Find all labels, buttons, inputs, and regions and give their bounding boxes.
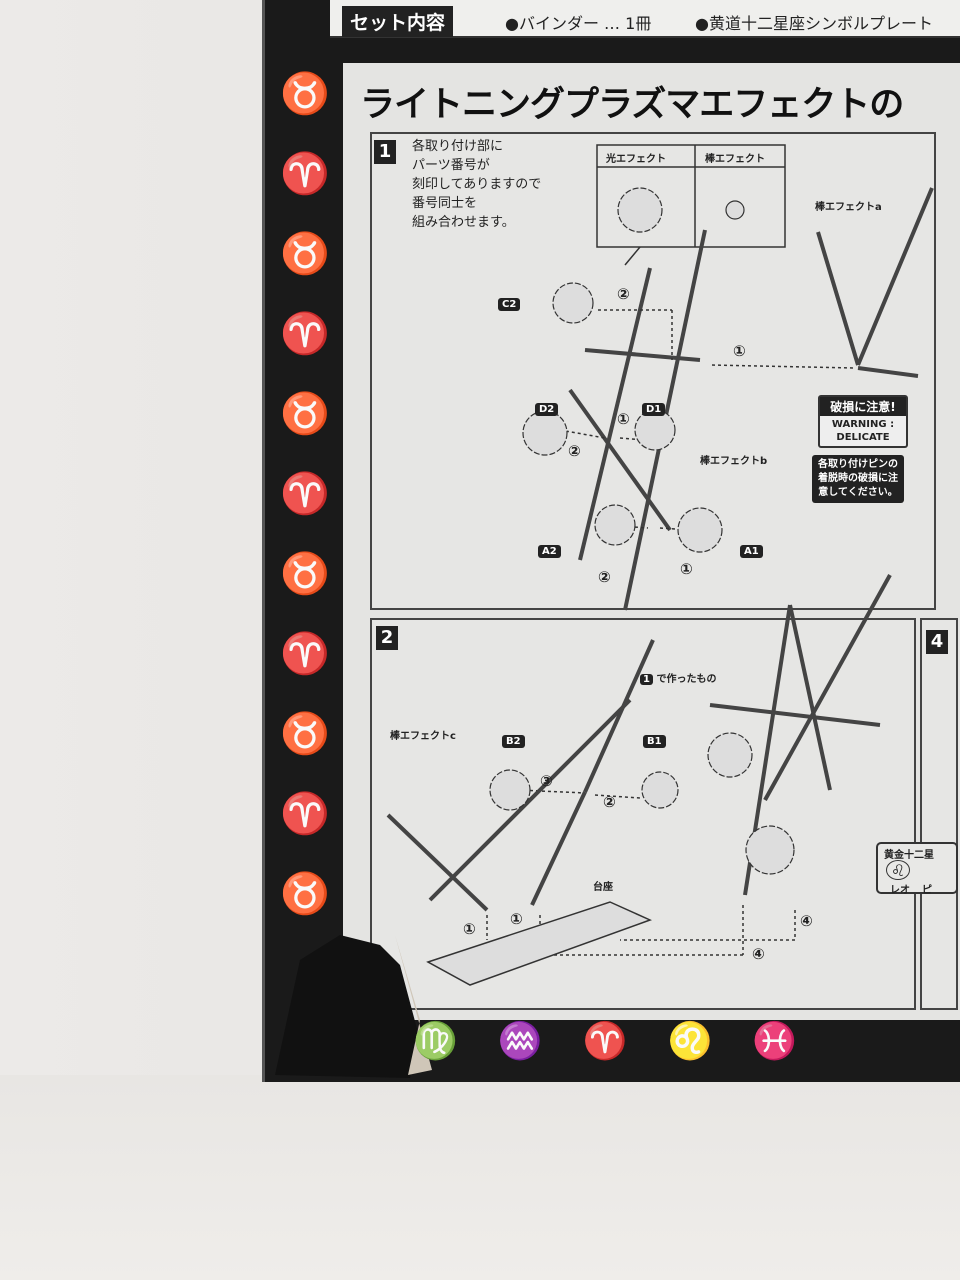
step-marker: ②: [603, 793, 616, 811]
step-marker: ①: [463, 920, 476, 938]
step-marker: ②: [598, 568, 611, 586]
rod-effect-a: [816, 187, 934, 378]
set-item-binder: ●バインダー … 1冊: [505, 14, 652, 33]
light-effect-a1: [677, 507, 723, 553]
step-marker: ①: [680, 560, 693, 578]
warning-body: WARNING : DELICATE: [831, 419, 895, 443]
set-item-plate: ●黄道十二星座シンボルプレート: [695, 14, 933, 33]
instruction-line: 刻印してありますので: [412, 177, 542, 192]
light-effect-assembled: [707, 732, 753, 778]
light-effect-b2: [489, 769, 531, 811]
step-4-number: 4: [926, 630, 948, 654]
step-marker: ②: [617, 285, 630, 303]
rod-detail-pin: [725, 200, 745, 220]
badge-leo: レオ: [890, 885, 910, 896]
made-in-step-1-label: 1 で作ったもの: [640, 670, 716, 685]
warning-note: 各取り付けピンの着脱時の破損に注意してください。: [812, 455, 904, 503]
part-tag-c2: C2: [498, 298, 521, 311]
step-marker: ③: [540, 772, 553, 790]
badge-next: ピ: [922, 885, 932, 896]
step-marker: ④: [800, 912, 813, 930]
step-1-instruction: 各取り付け部に パーツ番号が 刻印してありますので 番号同士を 組み合わせます。: [412, 137, 541, 232]
base-label: 台座: [593, 882, 613, 893]
rod-effect-c: [386, 574, 892, 912]
step-1-number: 1: [374, 140, 396, 164]
instruction-line: 組み合わせます。: [412, 215, 515, 230]
step-marker: ①: [733, 342, 746, 360]
step-4-box: [920, 618, 958, 1010]
step-marker: ④: [752, 945, 765, 963]
instruction-line: パーツ番号が: [412, 158, 490, 173]
light-effects: [489, 187, 795, 875]
zodiac-plate-badge: 黄金十二星 ♌ レオ ピ: [876, 842, 958, 896]
light-effect-b1: [641, 771, 679, 809]
part-tag-b1: B1: [643, 735, 666, 748]
inset-header-rod: 棒エフェクト: [705, 154, 765, 165]
light-effect-c2: [552, 282, 594, 324]
warning-delicate: 破損に注意! WARNING : DELICATE: [818, 395, 908, 448]
warning-title: 破損に注意!: [820, 397, 906, 416]
instruction-line: 番号同士を: [412, 196, 478, 211]
rod-c-label: 棒エフェクトc: [390, 731, 456, 742]
made-in-text: で作ったもの: [656, 674, 717, 685]
part-tag-d1: D1: [642, 403, 666, 416]
part-tag-a2: A2: [538, 545, 561, 558]
rod-a-label: 棒エフェクトa: [815, 202, 882, 213]
badge-title: 黄金十二星: [884, 850, 934, 861]
set-contents-label: セット内容: [342, 6, 454, 37]
inset-header-light: 光エフェクト: [606, 154, 666, 165]
step-marker: ②: [568, 442, 581, 460]
part-tag-b2: B2: [502, 735, 525, 748]
step-marker: ①: [510, 910, 523, 928]
torn-cardboard: [395, 935, 432, 1075]
rod-b-label: 棒エフェクトb: [700, 456, 768, 467]
part-tag-d2: D2: [535, 403, 559, 416]
table-surface: [0, 1075, 960, 1280]
light-effect-d2: [522, 410, 568, 456]
detail-inset: [596, 144, 786, 248]
page-title: ライトニングプラズマエフェクトの: [360, 84, 904, 125]
light-effect-d1: [634, 409, 676, 451]
zodiac-border-bottom: ♍♒♈♌♓: [413, 1021, 838, 1062]
light-effect-a2: [594, 504, 636, 546]
torn-corner: [275, 935, 420, 1078]
leo-icon: ♌: [886, 860, 910, 880]
light-effect-detail: [617, 187, 663, 233]
step-2-number: 2: [376, 626, 398, 650]
light-effect-assembled: [745, 825, 795, 875]
instruction-line: 各取り付け部に: [412, 139, 504, 154]
part-tag-a1: A1: [740, 545, 763, 558]
step-ref: 1: [640, 674, 653, 685]
base-stand: [426, 901, 652, 986]
step-marker: ①: [617, 410, 630, 428]
